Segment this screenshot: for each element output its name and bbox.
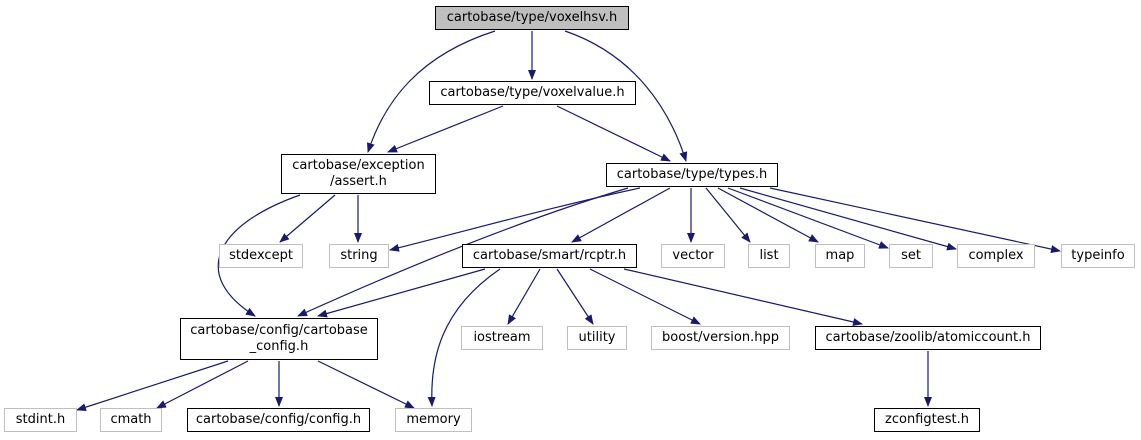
node-label: list xyxy=(759,248,779,263)
node-label: complex xyxy=(968,248,1024,263)
node-label: iostream xyxy=(473,330,531,345)
node-label: stdint.h xyxy=(15,412,66,427)
node-label: typeinfo xyxy=(1071,248,1125,263)
node-label: set xyxy=(901,248,921,263)
edge-voxelvalue-to-assert xyxy=(387,105,504,153)
node-cmath: cmath xyxy=(100,408,162,432)
node-label: cartobase/type/voxelvalue.h xyxy=(440,85,625,100)
node-label: cartobase/exception /assert.h xyxy=(292,158,425,189)
node-label: cartobase/config/config.h xyxy=(195,412,362,427)
edge-rcptr-to-iostream xyxy=(507,268,541,325)
edge-types-to-set xyxy=(727,187,889,249)
node-label: string xyxy=(340,248,378,263)
node-label: vector xyxy=(672,248,714,263)
edge-voxelvalue-to-types xyxy=(556,105,671,162)
node-label: map xyxy=(825,248,855,263)
node-label: utility xyxy=(578,330,616,345)
edge-types-to-list xyxy=(705,187,751,243)
node-iostream: iostream xyxy=(461,326,543,350)
node-typeinfo: typeinfo xyxy=(1061,244,1135,268)
node-label: cartobase/type/types.h xyxy=(616,167,768,182)
node-assert[interactable]: cartobase/exception /assert.h xyxy=(281,154,436,194)
node-atomiccount[interactable]: cartobase/zoolib/atomiccount.h xyxy=(815,326,1041,350)
edge-types-to-string xyxy=(389,187,641,252)
edge-rcptr-to-boost-version xyxy=(589,268,701,325)
edge-rcptr-to-config xyxy=(317,268,486,318)
node-label: cartobase/type/voxelhsv.h xyxy=(446,10,618,25)
node-label: cartobase/zoolib/atomiccount.h xyxy=(825,330,1031,345)
edge-voxelhsv-to-types xyxy=(564,30,688,162)
node-zconfigtest[interactable]: zconfigtest.h xyxy=(874,408,980,432)
node-utility: utility xyxy=(567,326,627,350)
node-label: boost/version.hpp xyxy=(662,330,779,345)
node-complex: complex xyxy=(957,244,1035,268)
node-memory: memory xyxy=(395,408,472,432)
node-map: map xyxy=(815,244,865,268)
node-rcptr[interactable]: cartobase/smart/rcptr.h xyxy=(462,244,637,268)
node-types[interactable]: cartobase/type/types.h xyxy=(606,163,778,187)
dependency-edges xyxy=(76,30,1061,412)
node-vector: vector xyxy=(661,244,725,268)
node-label: stdexcept xyxy=(229,248,293,263)
node-cartobase-config[interactable]: cartobase/config/cartobase _config.h xyxy=(180,318,378,360)
node-config[interactable]: cartobase/config/config.h xyxy=(187,408,370,432)
node-boost-version: boost/version.hpp xyxy=(651,326,790,350)
edge-rcptr-to-memory xyxy=(427,268,501,407)
node-label: cartobase/config/cartobase _config.h xyxy=(190,323,368,354)
edge-types-to-config xyxy=(297,187,629,317)
edge-types-to-typeinfo xyxy=(769,187,1061,253)
edge-types-to-complex xyxy=(739,187,957,251)
node-stdexcept: stdexcept xyxy=(219,244,303,268)
node-voxelvalue[interactable]: cartobase/type/voxelvalue.h xyxy=(429,81,636,105)
edge-types-to-map xyxy=(717,187,819,243)
edge-config-to-memory xyxy=(317,360,415,409)
edge-assert-to-stdexcept xyxy=(279,194,336,243)
node-label: cmath xyxy=(110,412,152,427)
edge-rcptr-to-utility xyxy=(556,268,594,325)
node-label: cartobase/smart/rcptr.h xyxy=(472,248,627,263)
edge-types-to-rcptr xyxy=(571,187,671,243)
edge-rcptr-to-atomiccount xyxy=(623,268,863,326)
node-label: zconfigtest.h xyxy=(885,412,969,427)
edge-config-to-cmath xyxy=(156,360,249,409)
node-string: string xyxy=(329,244,389,268)
node-label: memory xyxy=(406,412,461,427)
node-list: list xyxy=(748,244,790,268)
edge-voxelhsv-to-assert xyxy=(366,30,496,153)
node-voxelhsv: cartobase/type/voxelhsv.h xyxy=(435,6,629,30)
node-stdint: stdint.h xyxy=(4,408,77,432)
edge-config-to-stdint xyxy=(76,360,229,412)
node-set: set xyxy=(889,244,933,268)
